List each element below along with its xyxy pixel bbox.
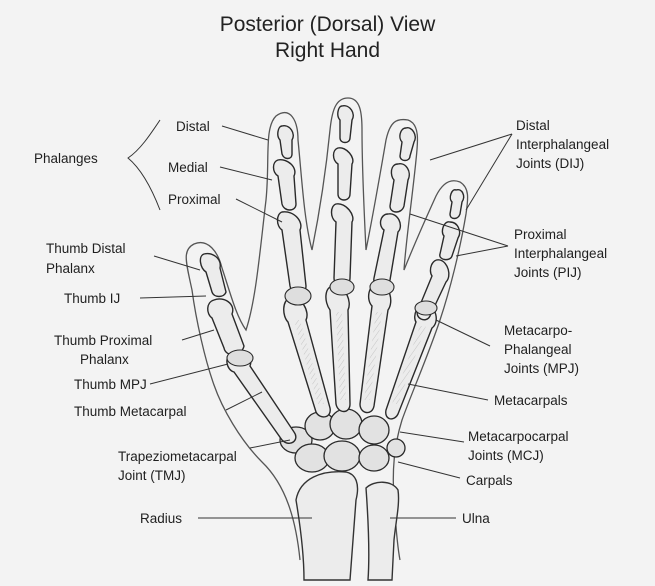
label-thumb-metacarpal: Thumb Metacarpal <box>74 403 187 420</box>
label-mcj-line2: Joints (MCJ) <box>468 447 544 464</box>
label-proximal: Proximal <box>168 191 221 208</box>
label-dij-line3: Joints (DIJ) <box>516 155 584 172</box>
label-dij-line1: Distal <box>516 117 550 134</box>
label-thumb-ij: Thumb IJ <box>64 290 120 307</box>
label-thumb-mpj: Thumb MPJ <box>74 376 147 393</box>
label-metacarpals: Metacarpals <box>494 392 568 409</box>
label-tmj-line1: Trapeziometacarpal <box>118 448 237 465</box>
ulna-bone <box>366 482 399 580</box>
label-distal: Distal <box>176 118 210 135</box>
label-pij-line3: Joints (PIJ) <box>514 264 582 281</box>
label-tmj-line2: Joint (TMJ) <box>118 467 186 484</box>
label-phalanges: Phalanges <box>34 150 98 167</box>
index-finger-bones <box>274 126 307 294</box>
carpal-bones <box>280 409 405 472</box>
label-medial: Medial <box>168 159 208 176</box>
middle-finger-bones <box>332 106 354 286</box>
label-mpj-line2: Phalangeal <box>504 341 572 358</box>
label-thumb-distal-line1: Thumb Distal <box>46 240 126 257</box>
thumb-bones <box>200 254 295 444</box>
label-mcj-line1: Metacarpocarpal <box>468 428 569 445</box>
radius-bone <box>296 472 358 580</box>
label-mpj-line1: Metacarpo- <box>504 322 572 339</box>
label-thumb-distal-line2: Phalanx <box>46 260 95 277</box>
label-carpals: Carpals <box>466 472 513 489</box>
label-ulna: Ulna <box>462 510 490 527</box>
label-thumb-proximal-line1: Thumb Proximal <box>54 332 152 349</box>
ring-finger-bones <box>374 128 415 287</box>
little-finger-bones <box>417 190 463 320</box>
label-pij-line1: Proximal <box>514 226 567 243</box>
label-radius: Radius <box>140 510 182 527</box>
label-pij-line2: Interphalangeal <box>514 245 607 262</box>
label-thumb-proximal-line2: Phalanx <box>80 351 129 368</box>
label-mpj-line3: Joints (MPJ) <box>504 360 579 377</box>
label-dij-line2: Interphalangeal <box>516 136 609 153</box>
